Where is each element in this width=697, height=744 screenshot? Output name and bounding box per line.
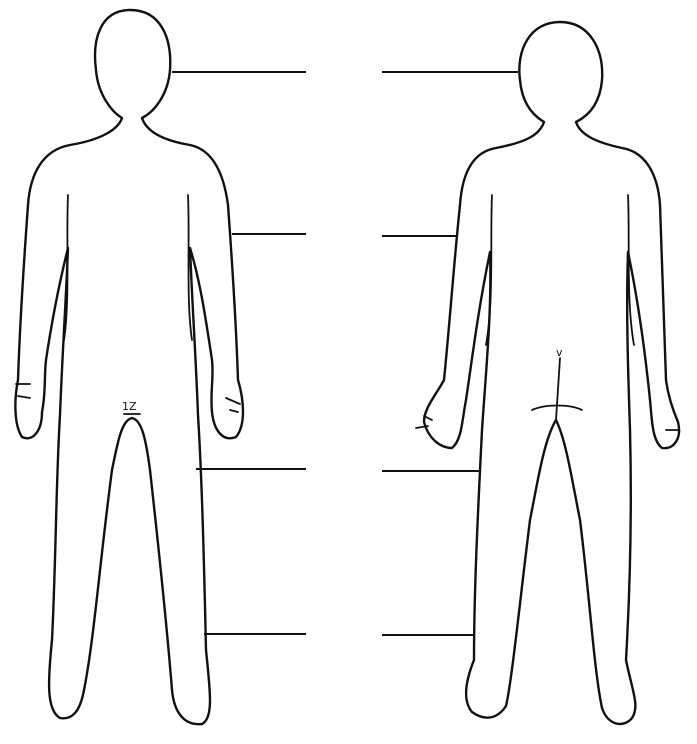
leader-lines xyxy=(172,72,518,635)
front-groin-mark: 1Z xyxy=(122,400,137,413)
front-right-hand-detail xyxy=(226,398,240,412)
back-mark: v xyxy=(556,346,563,359)
back-body-outline xyxy=(424,22,679,724)
front-body-outline xyxy=(15,10,243,724)
front-figure: 1Z xyxy=(15,10,243,724)
back-buttock-line xyxy=(556,358,560,420)
back-figure: v xyxy=(416,22,679,724)
